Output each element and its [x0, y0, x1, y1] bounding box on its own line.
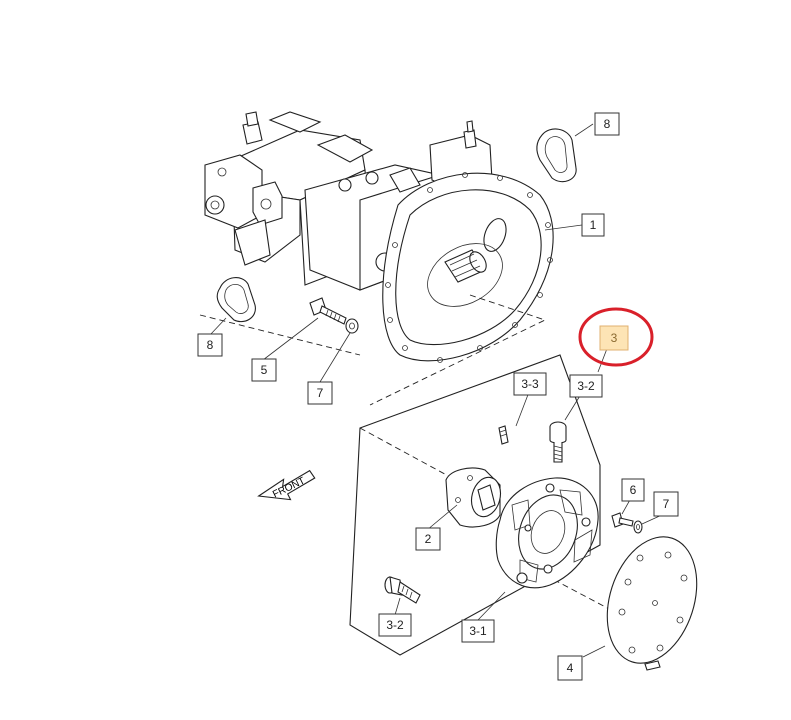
hydraulic-pump-assembly: [204, 111, 554, 363]
washer-part-7-upper: [345, 318, 359, 334]
callout-2-text: 2: [425, 532, 432, 546]
callout-1-text: 1: [590, 218, 597, 232]
callout-4[interactable]: 4: [557, 655, 583, 681]
cover-plate-part-4: [606, 536, 698, 671]
callout-8-upper-text: 8: [604, 117, 611, 131]
callout-6[interactable]: 6: [621, 478, 645, 502]
callout-7-lower[interactable]: 7: [653, 491, 679, 517]
callout-3-3[interactable]: 3-3: [513, 372, 547, 396]
callout-7-upper[interactable]: 7: [307, 381, 333, 405]
callout-8-upper[interactable]: 8: [594, 112, 620, 136]
projection-line-a: [199, 314, 361, 356]
callout-7-lower-text: 7: [663, 497, 670, 511]
socket-bolt-part-3-2-upper: [549, 421, 567, 463]
callout-3-2-lower-text: 3-2: [386, 618, 404, 632]
coupling-group-boundary: [349, 354, 601, 656]
bolt-part-6: [611, 512, 634, 528]
callout-6-text: 6: [630, 483, 637, 497]
hub-part-2: [445, 467, 502, 528]
callout-8-lower-text: 8: [207, 338, 214, 352]
front-direction-arrow: FRONT: [257, 469, 316, 500]
callout-5[interactable]: 5: [251, 358, 277, 382]
socket-bolt-part-3-2-lower: [384, 576, 421, 604]
flange-bolt-holes: [385, 172, 553, 363]
bolt-part-5: [309, 297, 347, 325]
callout-7-upper-text: 7: [317, 386, 324, 400]
callout-4-text: 4: [567, 661, 574, 675]
pin-part-3-3: [498, 425, 509, 445]
callout-5-text: 5: [261, 363, 268, 377]
callout-3-3-text: 3-3: [521, 377, 539, 391]
washer-part-7-lower: [633, 520, 643, 534]
gasket-part-8-upper: [536, 128, 577, 183]
callout-3-1[interactable]: 3-1: [461, 619, 495, 643]
callout-1[interactable]: 1: [581, 213, 605, 237]
callout-3-2-lower[interactable]: 3-2: [378, 613, 412, 637]
callout-3-2-upper[interactable]: 3-2: [569, 374, 603, 398]
callout-3-highlighted[interactable]: 3: [599, 325, 629, 351]
callout-3-text: 3: [611, 331, 618, 345]
coupling-element-part-3-1: [495, 477, 599, 589]
highlight-circle: [578, 307, 654, 367]
callout-8-lower[interactable]: 8: [197, 333, 223, 357]
gasket-part-8-lower: [216, 277, 256, 323]
callout-3-1-text: 3-1: [469, 624, 487, 638]
callout-2[interactable]: 2: [415, 527, 441, 551]
callout-3-2-upper-text: 3-2: [577, 379, 595, 393]
